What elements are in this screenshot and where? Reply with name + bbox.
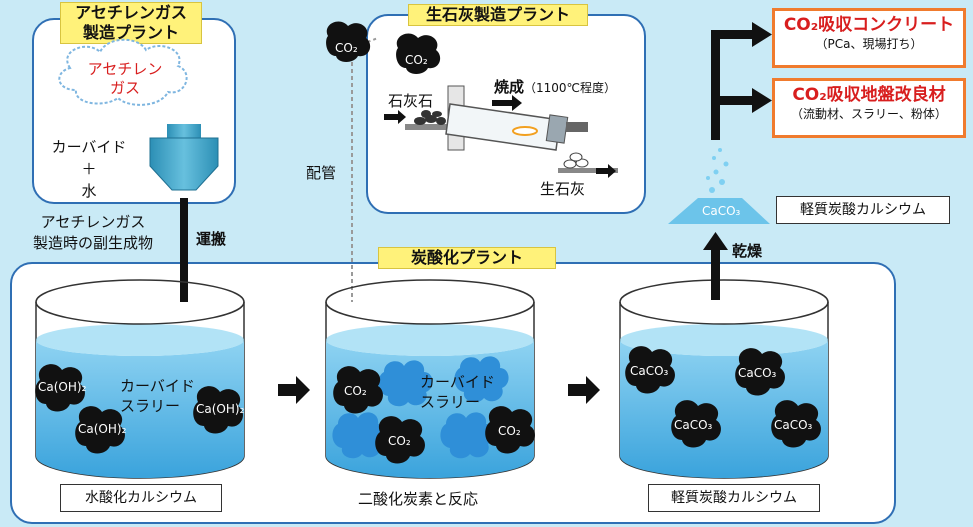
firing-label: 焼成（1100℃程度） xyxy=(494,78,617,96)
powder-particles xyxy=(706,148,729,193)
pile-label: CaCO₃ xyxy=(702,204,741,218)
product-label: 軽質炭酸カルシウム xyxy=(776,196,950,224)
tank3-molecule-1: CaCO₃ xyxy=(630,364,669,378)
inputs-label: カーバイド＋水 xyxy=(51,138,127,200)
tank3-label: 軽質炭酸カルシウム xyxy=(648,484,820,512)
caco3-pile xyxy=(668,198,770,224)
quicklime-label: 生石灰 xyxy=(540,180,586,198)
tank3-molecule-2: CaCO₃ xyxy=(738,366,777,380)
small-arrows-icon xyxy=(384,95,616,178)
transport-label: 運搬 xyxy=(196,230,227,248)
acetylene-plant-title: アセチレンガス製造プラント xyxy=(60,2,202,44)
dry-label: 乾燥 xyxy=(732,242,763,260)
generator-hopper-icon xyxy=(149,124,219,191)
use-concrete-title: CO₂吸収コンクリート xyxy=(783,15,955,35)
tank1-slurry-label: カーバイドスラリー xyxy=(120,377,195,415)
tank1-label: 水酸化カルシウム xyxy=(60,484,222,512)
acetylene-gas-cloud xyxy=(58,38,188,106)
carbonation-plant-title: 炭酸化プラント xyxy=(378,247,556,269)
acetylene-cloud-label: アセチレンガス xyxy=(87,60,163,97)
dry-arrow-icon xyxy=(703,232,728,300)
limestone-label: 石灰石 xyxy=(388,92,434,110)
use-soil-box: CO₂吸収地盤改良材 （流動材、スラリー、粉体） xyxy=(772,78,966,138)
tank2-molecule-3: CO₂ xyxy=(498,424,521,438)
tank1-molecule-3: Ca(OH)₂ xyxy=(196,402,245,416)
lime-plant-title: 生石灰製造プラント xyxy=(408,4,588,26)
use-concrete-box: CO₂吸収コンクリート （PCa、現場打ち） xyxy=(772,8,966,68)
tank2-molecule-1: CO₂ xyxy=(344,384,367,398)
tank1-molecule-2: Ca(OH)₂ xyxy=(78,422,127,436)
process-arrow-icon xyxy=(278,376,600,404)
lime-kiln-icon xyxy=(405,85,618,173)
tank3-molecule-3: CaCO₃ xyxy=(674,418,713,432)
piping-label: 配管 xyxy=(306,164,337,182)
use-soil-sub: （流動材、スラリー、粉体） xyxy=(791,107,947,121)
co2-molecule-b: CO₂ xyxy=(405,53,428,67)
output-arrows-icon xyxy=(711,22,772,140)
tank2-molecule-2: CO₂ xyxy=(388,434,411,448)
use-soil-title: CO₂吸収地盤改良材 xyxy=(792,85,946,105)
co2-molecule-a: CO₂ xyxy=(335,41,358,55)
tank1-molecule-1: Ca(OH)₂ xyxy=(38,380,87,394)
slurry-particles xyxy=(332,356,509,459)
use-concrete-sub: （PCa、現場打ち） xyxy=(815,37,923,51)
tank3-molecule-4: CaCO₃ xyxy=(774,418,813,432)
tank2-label: 二酸化炭素と反応 xyxy=(358,490,479,508)
tank2-slurry-label: カーバイドスラリー xyxy=(420,373,495,411)
byproduct-label: アセチレンガス製造時の副生成物 xyxy=(32,213,153,252)
molecule-blobs xyxy=(35,21,821,464)
